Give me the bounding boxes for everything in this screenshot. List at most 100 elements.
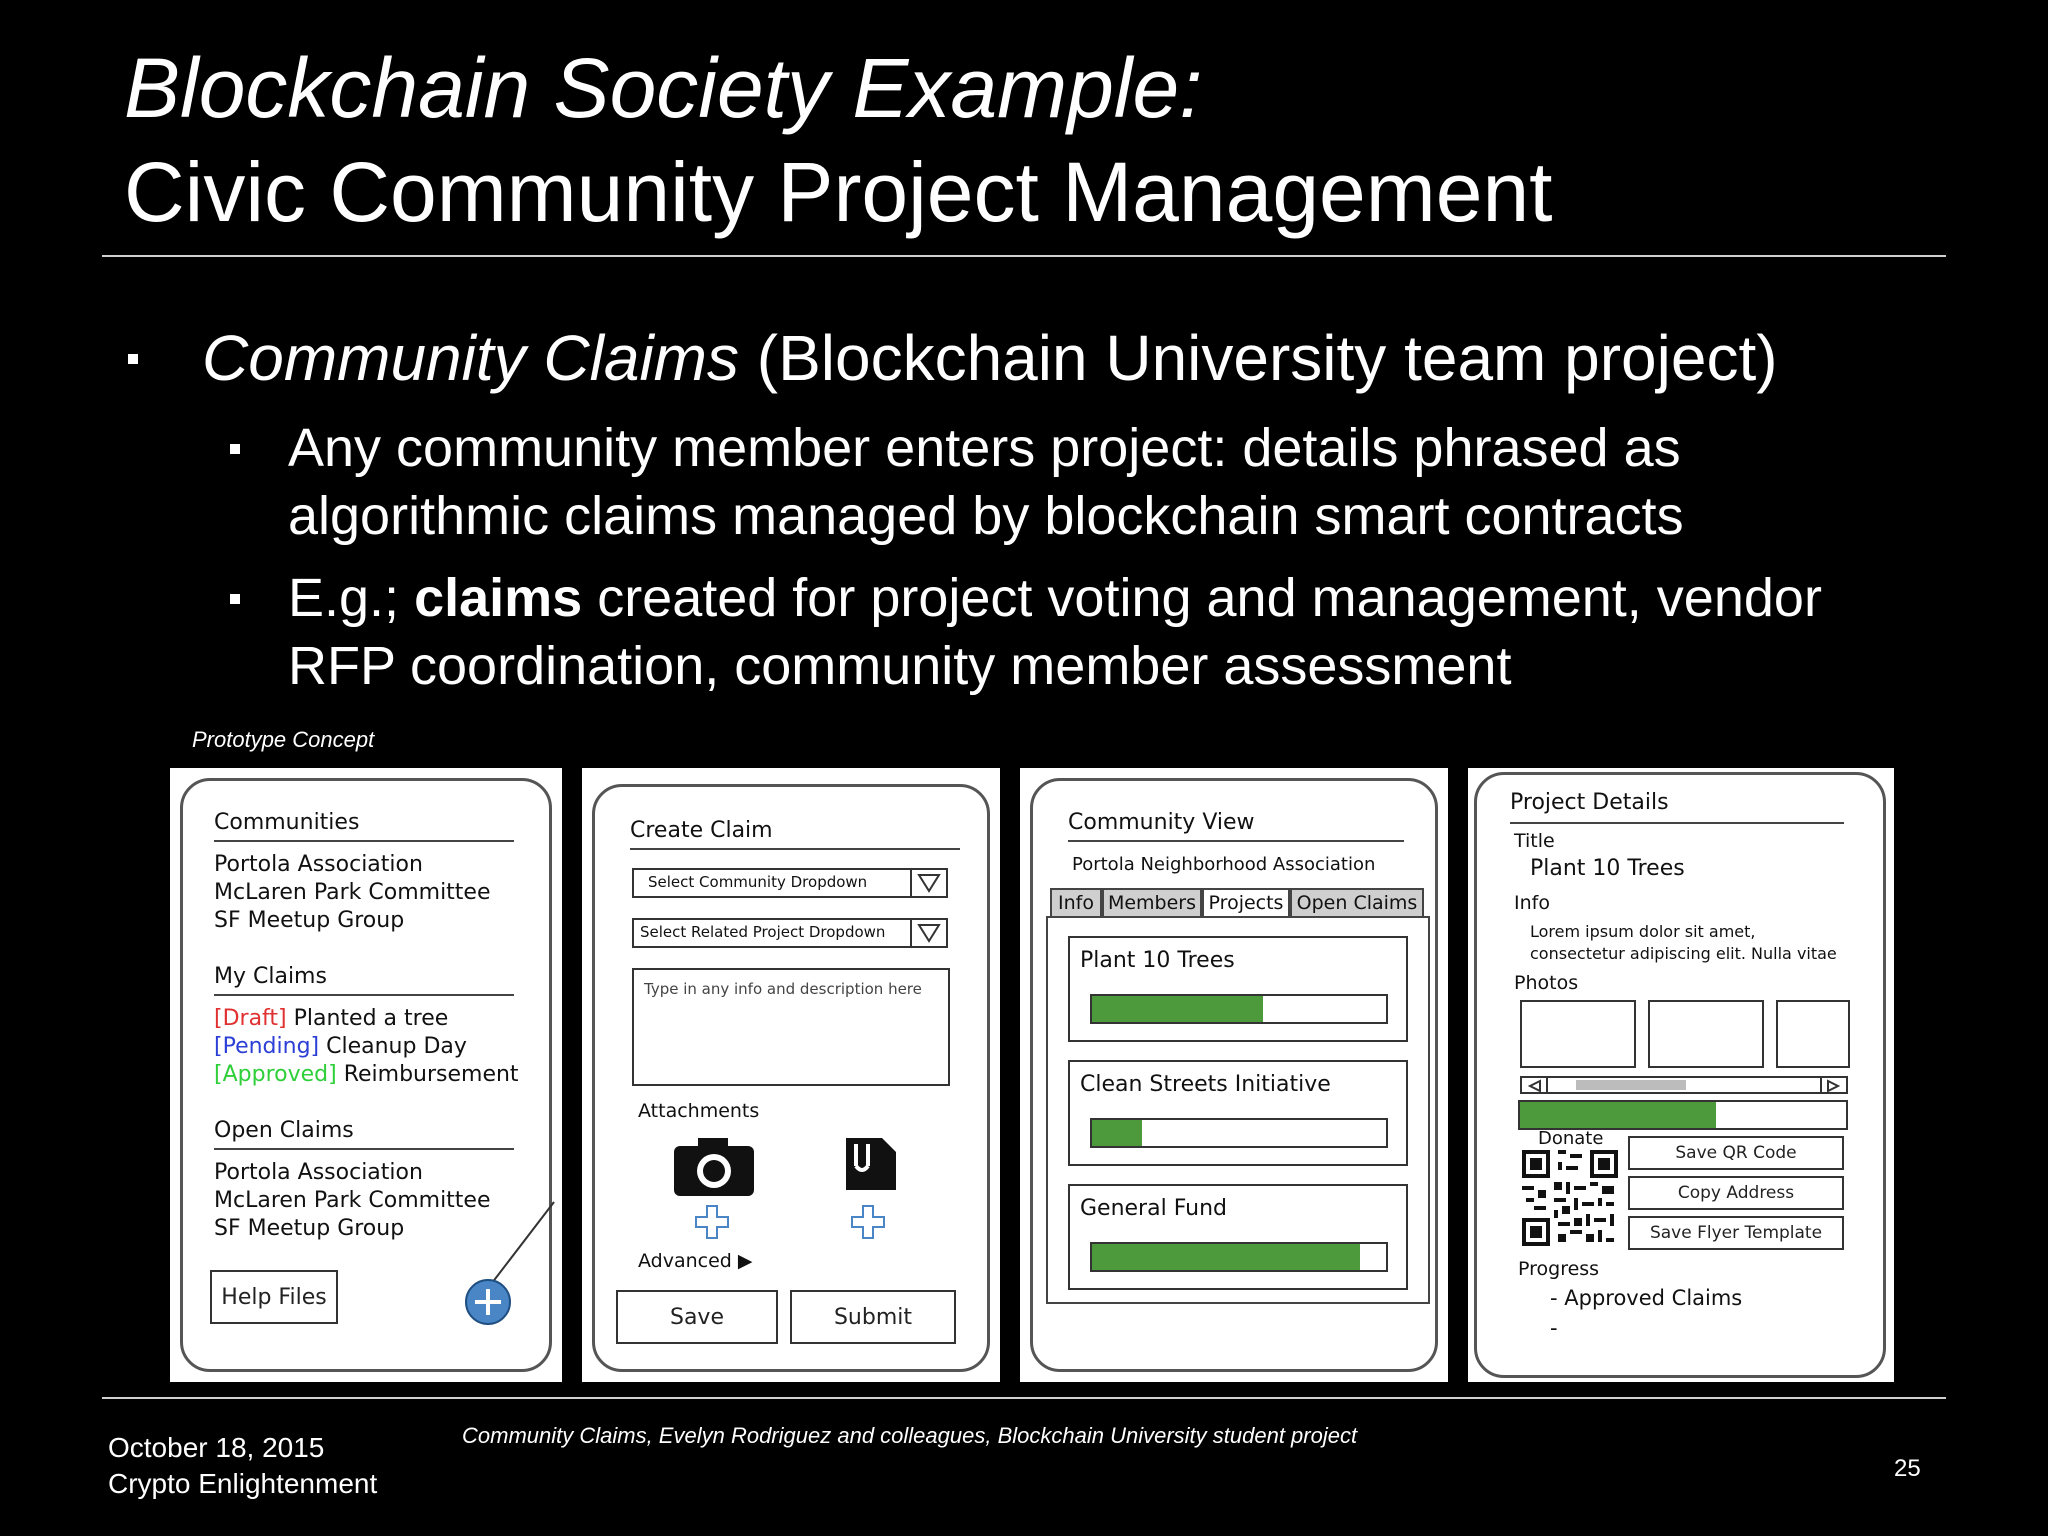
plus-circle-icon[interactable] bbox=[464, 1278, 512, 1326]
scroll-thumb[interactable] bbox=[1576, 1080, 1686, 1090]
dropdown-label: Select Community Dropdown bbox=[648, 873, 868, 891]
project-progress-bar bbox=[1090, 994, 1388, 1024]
claim-label: Reimbursement bbox=[343, 1062, 519, 1087]
mockup-project-details-screen: Project Details Title Plant 10 Trees Inf… bbox=[1468, 768, 1894, 1382]
divider bbox=[1510, 822, 1844, 824]
community-name: Portola Neighborhood Association bbox=[1072, 854, 1376, 875]
divider bbox=[214, 840, 514, 842]
help-files-button[interactable]: Help Files bbox=[210, 1270, 338, 1324]
photo-thumbnail[interactable] bbox=[1520, 1000, 1636, 1068]
bullet-marker bbox=[128, 354, 138, 364]
claim-item[interactable]: [Pending] Cleanup Day bbox=[214, 1034, 467, 1059]
submit-button[interactable]: Submit bbox=[790, 1290, 956, 1344]
community-link[interactable]: Portola Association bbox=[214, 852, 423, 877]
progress-item: - Approved Claims bbox=[1550, 1286, 1743, 1310]
title-divider bbox=[102, 255, 1946, 257]
donate-label: Donate bbox=[1538, 1128, 1604, 1149]
main-bullet-italic: Community Claims bbox=[202, 322, 739, 394]
document-icon[interactable] bbox=[844, 1136, 898, 1196]
photo-thumbnail[interactable] bbox=[1776, 1000, 1850, 1068]
claim-status-approved: [Approved] bbox=[214, 1062, 337, 1087]
progress-fill bbox=[1092, 996, 1263, 1022]
claim-item[interactable]: [Approved] Reimbursement bbox=[214, 1062, 519, 1087]
community-link[interactable]: SF Meetup Group bbox=[214, 908, 405, 933]
camera-icon[interactable] bbox=[672, 1136, 756, 1202]
advanced-toggle[interactable]: Advanced ▶ bbox=[638, 1250, 753, 1272]
scroll-left-icon[interactable] bbox=[1524, 1078, 1548, 1093]
mockup-home-screen: Communities Portola Association McLaren … bbox=[170, 768, 562, 1382]
open-claim-link[interactable]: Portola Association bbox=[214, 1160, 423, 1185]
funding-progress-bar bbox=[1518, 1100, 1848, 1130]
info-text: consectetur adipiscing elit. Nulla vitae bbox=[1530, 944, 1837, 963]
copy-address-button[interactable]: Copy Address bbox=[1628, 1176, 1844, 1210]
claim-label: Cleanup Day bbox=[326, 1034, 467, 1059]
save-flyer-template-button[interactable]: Save Flyer Template bbox=[1628, 1216, 1844, 1250]
chevron-down-icon bbox=[910, 920, 946, 946]
open-claim-link[interactable]: SF Meetup Group bbox=[214, 1216, 405, 1241]
my-claims-heading: My Claims bbox=[214, 964, 327, 989]
community-dropdown[interactable]: Select Community Dropdown bbox=[632, 868, 948, 898]
save-button[interactable]: Save bbox=[616, 1290, 778, 1344]
communities-heading: Communities bbox=[214, 810, 360, 835]
add-photo-icon[interactable] bbox=[694, 1204, 730, 1244]
divider bbox=[1068, 840, 1404, 842]
attachments-label: Attachments bbox=[638, 1100, 760, 1122]
prototype-label: Prototype Concept bbox=[192, 727, 375, 752]
description-textarea[interactable]: Type in any info and description here bbox=[632, 968, 950, 1086]
claim-item[interactable]: [Draft] Planted a tree bbox=[214, 1006, 448, 1031]
progress-fill bbox=[1092, 1120, 1142, 1146]
project-name: Plant 10 Trees bbox=[1080, 948, 1235, 973]
caret-right-icon: ▶ bbox=[737, 1250, 753, 1272]
progress-fill bbox=[1520, 1102, 1716, 1128]
footer-credit: Community Claims, Evelyn Rodriguez and c… bbox=[462, 1423, 1358, 1448]
community-link[interactable]: McLaren Park Committee bbox=[214, 880, 491, 905]
bullet-marker bbox=[230, 444, 240, 454]
project-dropdown[interactable]: Select Related Project Dropdown bbox=[632, 918, 948, 948]
project-card[interactable]: General Fund bbox=[1068, 1184, 1408, 1290]
project-card[interactable]: Clean Streets Initiative bbox=[1068, 1060, 1408, 1166]
progress-item: - bbox=[1550, 1316, 1558, 1340]
sub-bullet-2-bold: claims bbox=[414, 568, 583, 628]
qr-code-icon[interactable] bbox=[1522, 1150, 1618, 1250]
add-file-icon[interactable] bbox=[850, 1204, 886, 1244]
sub-bullet-2-prefix: E.g.; bbox=[288, 568, 415, 628]
tab-info[interactable]: Info bbox=[1050, 888, 1102, 918]
slide-title-line1: Blockchain Society Example: bbox=[124, 41, 1203, 135]
sub-bullet-1-text: Any community member enters project: det… bbox=[288, 418, 1684, 546]
divider bbox=[630, 848, 960, 850]
tab-projects[interactable]: Projects bbox=[1202, 888, 1290, 918]
create-claim-heading: Create Claim bbox=[630, 818, 773, 843]
claim-label: Planted a tree bbox=[293, 1006, 449, 1031]
divider bbox=[214, 994, 514, 996]
sub-bullet-2-text: E.g.; claims created for project voting … bbox=[288, 564, 1928, 700]
slide-title-line2: Civic Community Project Management bbox=[124, 145, 1553, 239]
tab-content bbox=[1046, 916, 1430, 1304]
project-name: Clean Streets Initiative bbox=[1080, 1072, 1331, 1097]
info-label: Info bbox=[1514, 892, 1550, 914]
tab-underline bbox=[1046, 916, 1428, 918]
mockup-community-view-screen: Community View Portola Neighborhood Asso… bbox=[1020, 768, 1448, 1382]
tab-members[interactable]: Members bbox=[1102, 888, 1202, 918]
photos-label: Photos bbox=[1514, 972, 1579, 994]
main-bullet-rest: (Blockchain University team project) bbox=[738, 322, 1778, 394]
textarea-placeholder: Type in any info and description here bbox=[644, 980, 922, 998]
footer-date: October 18, 2015 bbox=[108, 1432, 325, 1463]
scroll-right-icon[interactable] bbox=[1820, 1078, 1844, 1093]
photo-thumbnail[interactable] bbox=[1648, 1000, 1764, 1068]
footer-event: Crypto Enlightenment bbox=[108, 1468, 378, 1499]
save-qr-code-button[interactable]: Save QR Code bbox=[1628, 1136, 1844, 1170]
page-number: 25 bbox=[1894, 1455, 1921, 1482]
phone-frame bbox=[1474, 772, 1886, 1378]
project-name: General Fund bbox=[1080, 1196, 1227, 1221]
progress-label: Progress bbox=[1518, 1258, 1600, 1280]
photo-scrollbar[interactable] bbox=[1520, 1076, 1848, 1094]
project-details-heading: Project Details bbox=[1510, 790, 1669, 815]
community-view-heading: Community View bbox=[1068, 810, 1255, 835]
bullet-marker bbox=[230, 594, 240, 604]
tab-open-claims[interactable]: Open Claims bbox=[1290, 888, 1424, 918]
project-progress-bar bbox=[1090, 1118, 1388, 1148]
open-claims-heading: Open Claims bbox=[214, 1118, 354, 1143]
project-card[interactable]: Plant 10 Trees bbox=[1068, 936, 1408, 1042]
open-claim-link[interactable]: McLaren Park Committee bbox=[214, 1188, 491, 1213]
dropdown-label: Select Related Project Dropdown bbox=[640, 923, 886, 941]
